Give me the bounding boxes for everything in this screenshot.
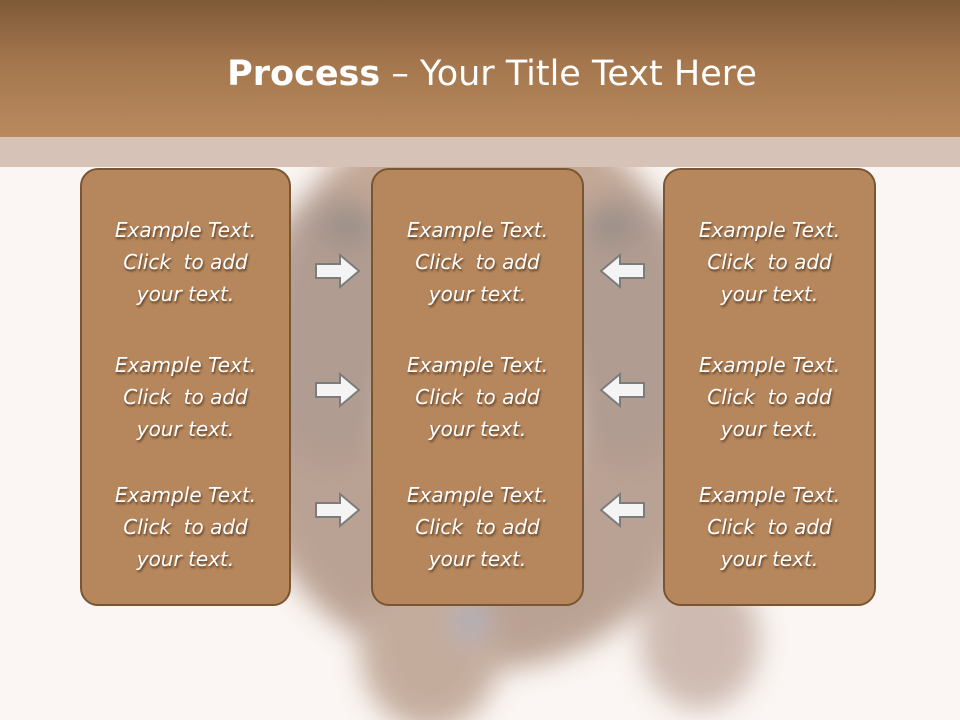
text-block[interactable]: Example Text. Click to add your text.	[82, 349, 289, 445]
process-box-center[interactable]: Example Text. Click to add your text. Ex…	[371, 168, 584, 606]
title-header-bar	[0, 0, 960, 137]
text-line: Example Text.	[114, 218, 257, 242]
text-line: your text.	[720, 282, 819, 306]
text-block[interactable]: Example Text. Click to add your text.	[665, 479, 874, 575]
text-line: Click to add	[707, 250, 832, 274]
text-line: Example Text.	[406, 353, 549, 377]
text-line: Click to add	[123, 515, 248, 539]
text-block[interactable]: Example Text. Click to add your text.	[665, 214, 874, 310]
text-line: Click to add	[415, 250, 540, 274]
text-line: your text.	[428, 282, 527, 306]
title-dash: –	[380, 54, 420, 94]
arrow-left-icon[interactable]	[598, 491, 646, 529]
text-line: Example Text.	[698, 353, 841, 377]
text-line: Click to add	[415, 385, 540, 409]
text-line: your text.	[136, 282, 235, 306]
text-block[interactable]: Example Text. Click to add your text.	[373, 349, 582, 445]
text-line: your text.	[136, 417, 235, 441]
process-box-right[interactable]: Example Text. Click to add your text. Ex…	[663, 168, 876, 606]
text-line: Example Text.	[698, 483, 841, 507]
text-line: your text.	[136, 547, 235, 571]
text-line: your text.	[428, 417, 527, 441]
text-block[interactable]: Example Text. Click to add your text.	[82, 479, 289, 575]
slide-title[interactable]: Process – Your Title Text Here	[0, 50, 960, 98]
text-line: Click to add	[415, 515, 540, 539]
text-block[interactable]: Example Text. Click to add your text.	[373, 479, 582, 575]
text-line: your text.	[428, 547, 527, 571]
text-line: Example Text.	[114, 483, 257, 507]
text-line: your text.	[720, 417, 819, 441]
title-bold-part: Process	[227, 54, 381, 94]
title-rest-part: Your Title Text Here	[419, 54, 757, 94]
text-block[interactable]: Example Text. Click to add your text.	[82, 214, 289, 310]
header-accent-band	[0, 137, 960, 167]
arrow-right-icon[interactable]	[314, 371, 362, 409]
text-line: your text.	[720, 547, 819, 571]
text-line: Click to add	[123, 250, 248, 274]
text-line: Click to add	[707, 515, 832, 539]
text-line: Example Text.	[114, 353, 257, 377]
arrow-left-icon[interactable]	[598, 252, 646, 290]
arrow-left-icon[interactable]	[598, 371, 646, 409]
arrow-right-icon[interactable]	[314, 252, 362, 290]
arrow-right-icon[interactable]	[314, 491, 362, 529]
text-line: Example Text.	[698, 218, 841, 242]
text-block[interactable]: Example Text. Click to add your text.	[665, 349, 874, 445]
text-line: Click to add	[707, 385, 832, 409]
process-box-left[interactable]: Example Text. Click to add your text. Ex…	[80, 168, 291, 606]
text-line: Click to add	[123, 385, 248, 409]
text-line: Example Text.	[406, 483, 549, 507]
text-line: Example Text.	[406, 218, 549, 242]
text-block[interactable]: Example Text. Click to add your text.	[373, 214, 582, 310]
